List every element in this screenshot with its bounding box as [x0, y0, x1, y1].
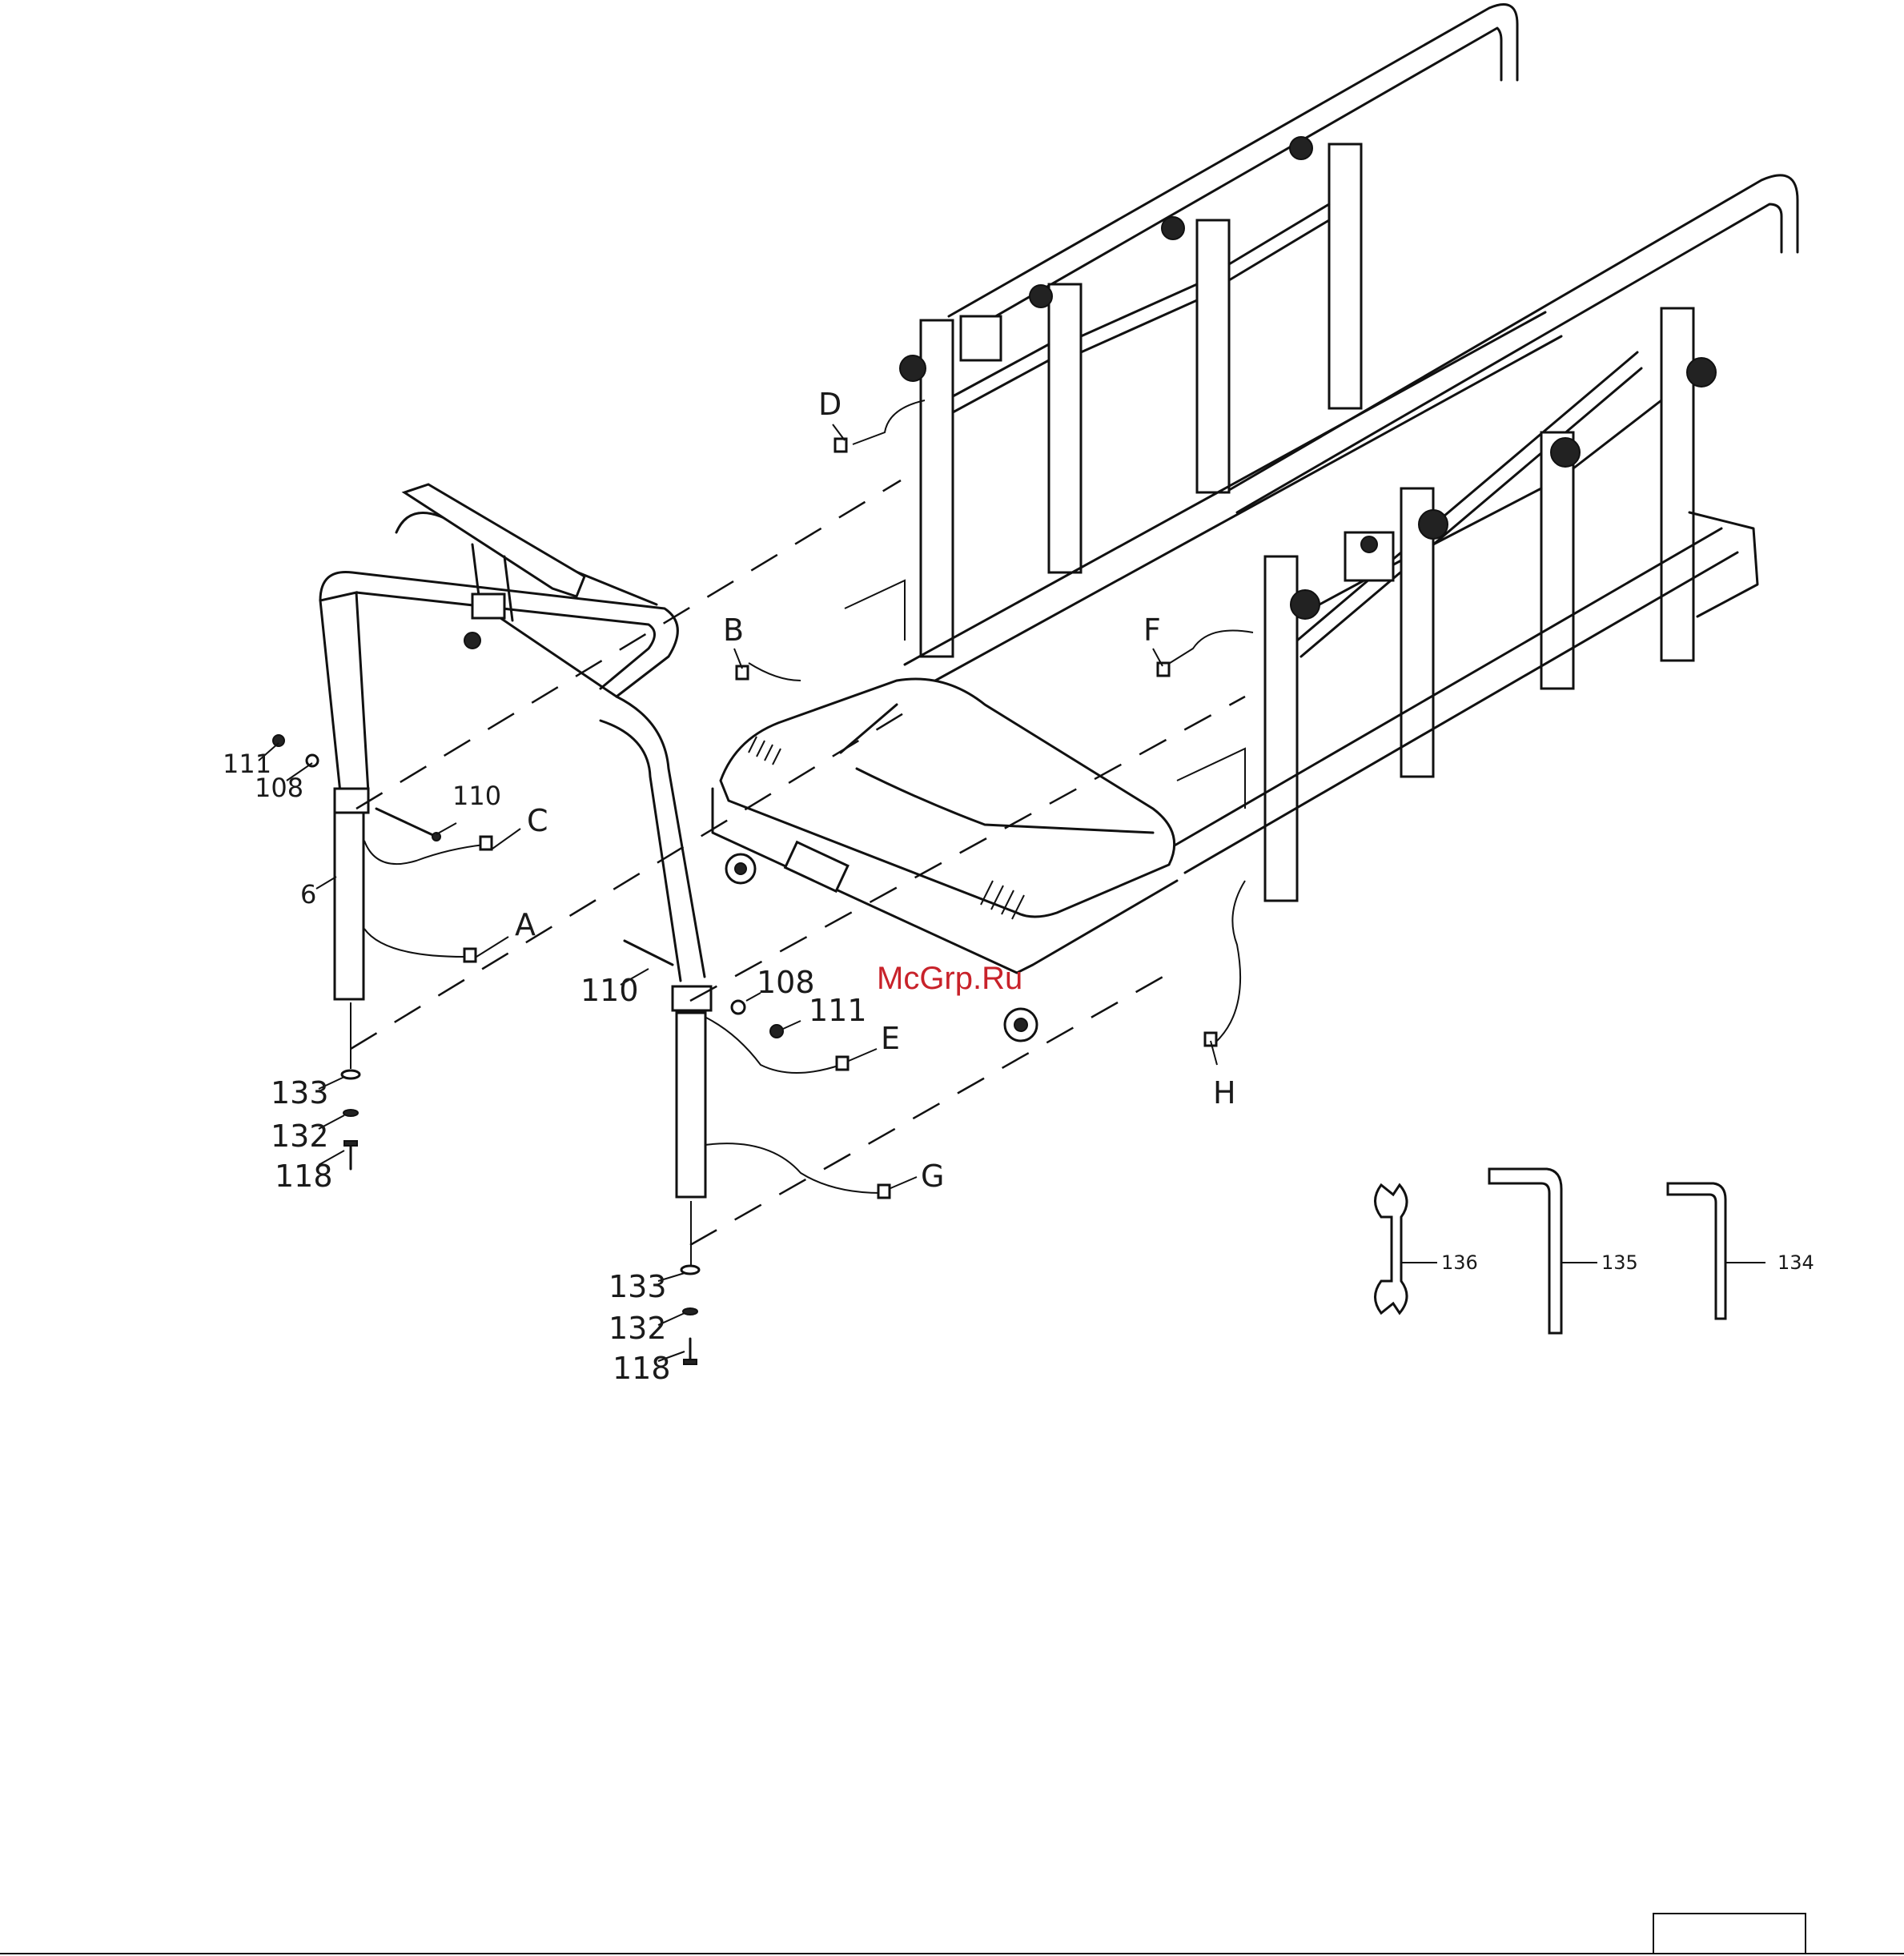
label-connector-f: F [1143, 613, 1161, 648]
console-frame [320, 484, 711, 1197]
page-footer-frame [0, 1914, 1904, 1954]
label-132-left: 132 [271, 1119, 329, 1154]
allen-key-134-icon [1668, 1183, 1765, 1319]
connector-e-plug [837, 1057, 848, 1070]
label-110-right: 110 [580, 973, 639, 1008]
label-132-right: 132 [609, 1311, 667, 1346]
label-connector-h: H [1213, 1075, 1236, 1111]
label-135: 135 [1601, 1251, 1638, 1274]
connector-f-plug [1158, 663, 1169, 676]
label-118-right: 118 [613, 1351, 671, 1386]
connector-c-plug [480, 837, 492, 849]
label-134: 134 [1777, 1251, 1814, 1274]
label-connector-a: A [515, 907, 536, 942]
label-133-right: 133 [609, 1269, 667, 1304]
label-connector-d: D [818, 387, 842, 422]
label-connector-b: B [723, 613, 744, 648]
connector-g-plug [878, 1185, 890, 1198]
label-136: 136 [1441, 1251, 1478, 1274]
label-connector-e: E [881, 1021, 900, 1056]
allen-key-135-icon [1489, 1169, 1597, 1333]
label-108-right: 108 [757, 965, 815, 1000]
label-118-left: 118 [275, 1159, 333, 1194]
label-111-right: 111 [809, 993, 867, 1028]
watermark: McGrp.Ru [877, 961, 1022, 996]
label-108-left: 108 [255, 773, 303, 803]
label-110-left: 110 [452, 781, 501, 811]
label-connector-c: C [527, 803, 548, 838]
label-133-left: 133 [271, 1075, 329, 1111]
label-connector-g: G [921, 1159, 944, 1194]
connector-d-plug [835, 439, 846, 452]
connector-a-plug [464, 949, 476, 962]
treadmill-deck [713, 312, 1757, 1041]
wrench-136-icon [1376, 1185, 1438, 1313]
label-6: 6 [300, 879, 316, 910]
